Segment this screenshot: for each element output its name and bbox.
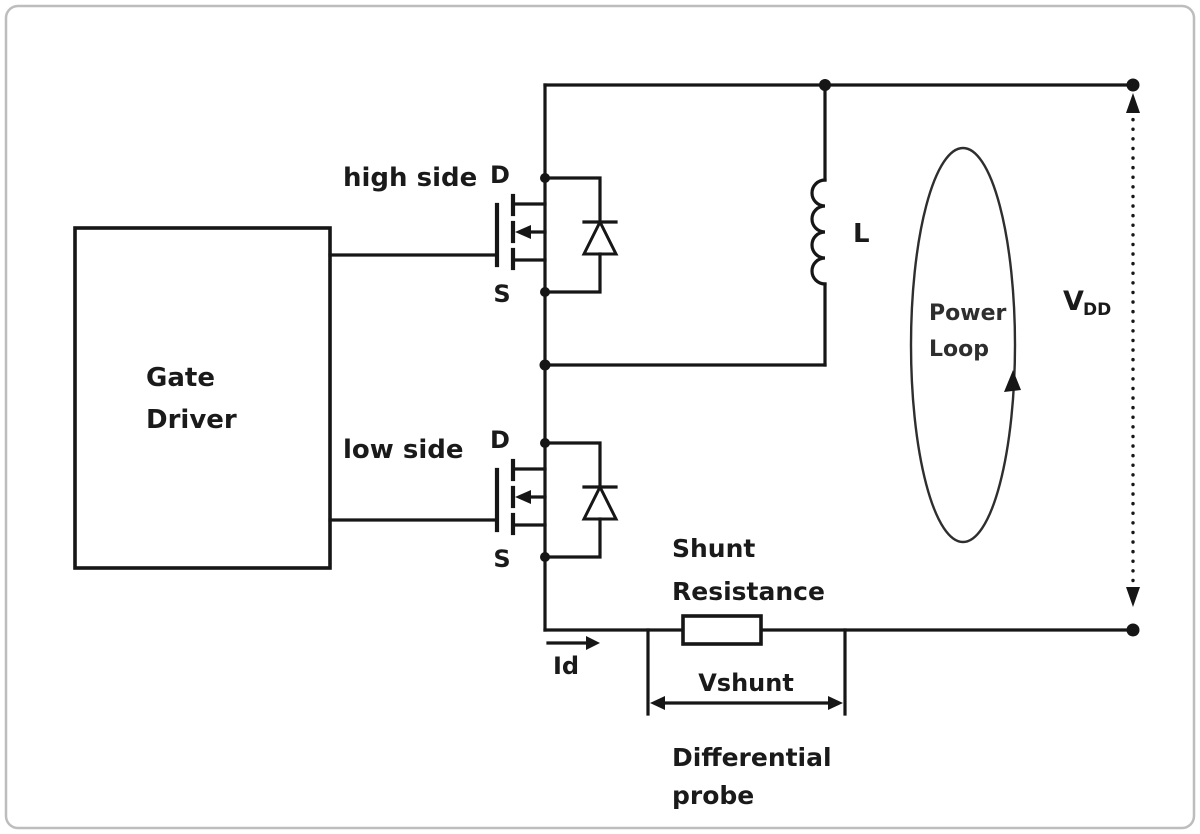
low-side-body-diode	[540, 438, 619, 562]
high-side-source-label: S	[493, 280, 510, 308]
high-side-drain-node-dot	[540, 173, 550, 183]
id-arrow-icon	[586, 636, 600, 650]
gate-driver-box	[73, 226, 332, 570]
vdd-bottom-terminal-dot	[1126, 623, 1140, 637]
high-side-label: high side	[343, 163, 477, 193]
differential-probe-label-line1: Differential	[672, 743, 832, 772]
vdd-top-terminal-dot	[1126, 78, 1140, 92]
high-side-drain-label: D	[490, 161, 510, 189]
vdd-arrow-down-icon	[1126, 587, 1140, 607]
high-side-diode-bottom-wire	[543, 252, 602, 294]
low-side-label: low side	[343, 435, 463, 465]
power-loop-label-line2: Loop	[929, 337, 989, 362]
low-side-drain-node-dot	[540, 438, 550, 448]
power-loop-arrow-icon	[1004, 370, 1021, 392]
shunt-resistor	[681, 614, 763, 646]
low-side-diode-top-wire	[543, 441, 602, 489]
vshunt-arrow-left-icon	[650, 696, 665, 710]
high-side-body-arrow-icon	[515, 225, 531, 239]
gate-driver-label-line2: Driver	[146, 405, 237, 435]
power-loop-annotation: Power Loop	[909, 146, 1021, 544]
id-current-annotation: Id	[546, 636, 600, 680]
high-side-diode-triangle-icon	[581, 218, 619, 256]
high-side-source-node-dot	[540, 287, 550, 297]
id-current-label: Id	[553, 652, 579, 680]
low-side-diode-bottom-wire	[543, 517, 602, 559]
differential-probe-annotation: Differential probe	[672, 743, 832, 810]
inductor-branch: L	[543, 83, 870, 367]
low-side-diode-triangle-icon	[581, 483, 619, 521]
vshunt-arrow-right-icon	[828, 696, 843, 710]
vdd-label-subscript: DD	[1083, 300, 1111, 320]
vshunt-label: Vshunt	[698, 669, 794, 697]
high-side-body-diode	[540, 173, 619, 297]
high-side-mosfet: D S	[490, 83, 547, 367]
vdd-span: V DD	[1063, 93, 1140, 607]
power-loop-label-line1: Power	[929, 301, 1006, 326]
gate-driver-label-line1: Gate	[146, 363, 215, 393]
vdd-label: V	[1063, 286, 1084, 317]
low-side-drain-label: D	[490, 426, 510, 454]
low-side-source-node-dot	[540, 552, 550, 562]
low-side-source-label: S	[493, 545, 510, 573]
shunt-resistor-group: Shunt Resistance	[672, 534, 825, 646]
inductor-label: L	[853, 219, 870, 249]
image-frame	[4, 4, 1196, 830]
differential-probe-label-line2: probe	[672, 781, 754, 810]
shunt-label-line2: Resistance	[672, 577, 825, 606]
inductor-coil	[810, 178, 827, 286]
low-side-mosfet: D S	[490, 363, 547, 632]
vdd-arrow-up-icon	[1126, 93, 1140, 113]
vshunt-measurement: Vshunt	[646, 628, 847, 716]
low-side-body-arrow-icon	[515, 490, 531, 504]
shunt-label-line1: Shunt	[672, 534, 755, 563]
high-side-diode-top-wire	[543, 176, 602, 224]
power-loop-ellipse	[909, 146, 1017, 544]
